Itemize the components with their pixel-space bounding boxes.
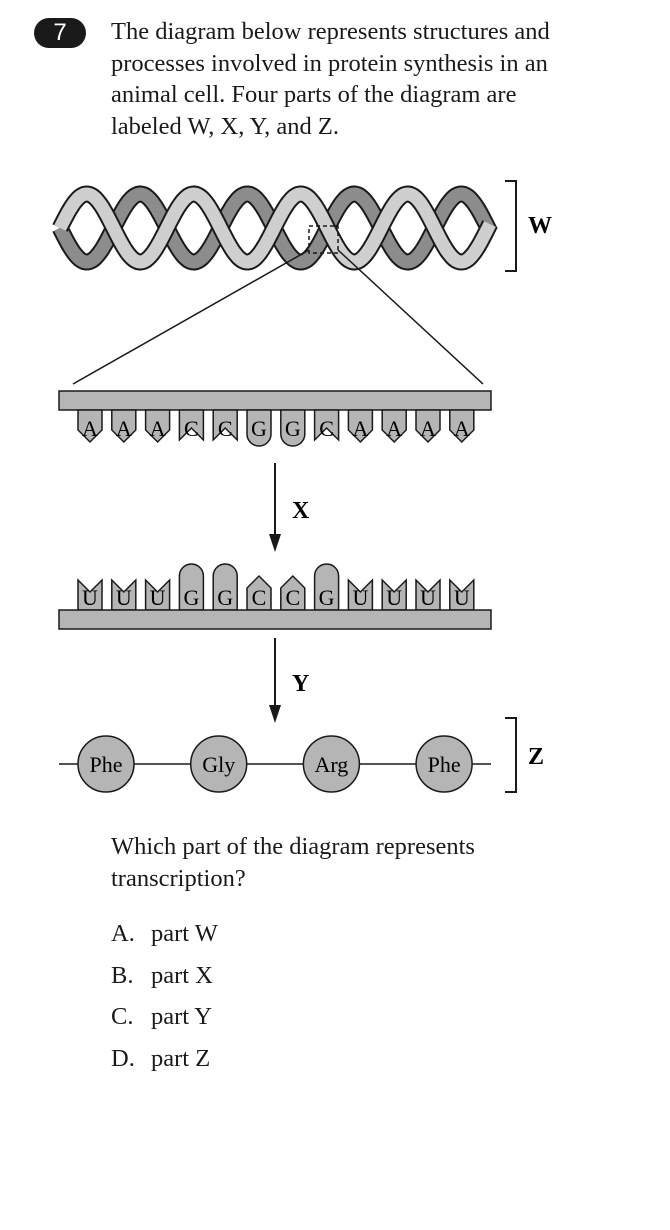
question-number: 7: [34, 18, 86, 48]
rna-base-label: G: [183, 585, 199, 610]
dna-base-label: A: [82, 416, 98, 441]
rna-base-label: U: [82, 585, 98, 610]
choice-text: part Z: [151, 1044, 211, 1072]
amino-acid-circle: [415, 735, 473, 793]
amino-acid-label: Arg: [314, 752, 348, 777]
amino-acid-label: Gly: [202, 752, 235, 777]
choice-c[interactable]: C. part Y: [111, 1001, 218, 1043]
dna-strand-light-fill: [54, 187, 496, 269]
label-y: Y: [292, 671, 309, 697]
label-x: X: [292, 498, 310, 524]
base-shape: [111, 409, 137, 444]
dna-base-label: C: [184, 416, 199, 441]
amino-acid-label: Phe: [90, 752, 123, 777]
question-stem: The diagram below represents structures …: [111, 18, 550, 140]
rna-base-label: U: [150, 585, 166, 610]
base-shape: [144, 409, 171, 444]
base-shape: [313, 409, 340, 442]
rna-base-label: C: [252, 585, 267, 610]
amino-acids: Phe Gly Arg Phe: [77, 735, 473, 793]
rna-base-label: U: [454, 585, 470, 610]
dna-base-label: A: [150, 416, 166, 441]
rna-base-label: U: [352, 585, 368, 610]
base-shape: [347, 409, 374, 444]
base-shape: [449, 409, 475, 444]
choice-d[interactable]: D. part Z: [111, 1043, 218, 1085]
rna-base-label: C: [285, 585, 300, 610]
base-shape: [415, 409, 441, 444]
dna-double-helix: [52, 185, 498, 271]
amino-acid-circle: [77, 735, 135, 793]
choice-text: part W: [151, 920, 218, 947]
choice-letter: A.: [111, 920, 135, 947]
dna-base-label: G: [251, 416, 267, 441]
base-shape: [178, 409, 205, 442]
zoom-box: [308, 225, 339, 254]
base-shape: [381, 409, 407, 444]
dna-base-label: A: [420, 416, 436, 441]
base-shape: [280, 409, 306, 447]
base-shape: [178, 563, 205, 611]
rna-base-label: G: [319, 585, 335, 610]
zoom-line-left: [72, 249, 310, 385]
choice-b[interactable]: B. part X: [111, 960, 218, 1002]
rna-base-label: U: [116, 585, 132, 610]
base-shape: [77, 409, 103, 444]
choice-text: part Y: [151, 1003, 212, 1030]
rna-backbone: [58, 609, 492, 630]
rna-base-label: U: [386, 585, 402, 610]
answer-choices: A. part W B. part X C. part Y D. part Z: [111, 918, 218, 1084]
choice-a[interactable]: A. part W: [111, 918, 218, 960]
choice-letter: B.: [111, 961, 134, 989]
amino-acid-label: Phe: [428, 752, 461, 777]
arrow-x-head: [269, 534, 281, 552]
dna-base-label: A: [454, 416, 470, 441]
w-bracket: [505, 180, 517, 272]
amino-acid-circle: [302, 735, 361, 793]
dna-base-label: A: [386, 416, 402, 441]
dna-backbone: [58, 390, 492, 411]
dna-base-label: C: [319, 416, 334, 441]
base-shape: [212, 563, 238, 611]
z-bracket: [505, 717, 517, 793]
base-shape: [313, 563, 340, 611]
zoom-line-right: [337, 249, 484, 385]
base-shape: [212, 409, 238, 442]
arrow-y-head: [269, 705, 281, 723]
base-shape: [246, 409, 272, 447]
dna-base-label: A: [352, 416, 368, 441]
label-w: W: [528, 213, 552, 239]
dna-base-label: A: [116, 416, 132, 441]
question-prompt: Which part of the diagram represents tra…: [111, 833, 475, 892]
dna-base-label: G: [285, 416, 301, 441]
dna-base-label: C: [218, 416, 233, 441]
choice-text: part X: [151, 961, 213, 989]
label-z: Z: [528, 744, 544, 770]
rna-base-label: G: [217, 585, 233, 610]
rna-base-label: U: [420, 585, 436, 610]
choice-letter: C.: [111, 1003, 134, 1030]
amino-acid-circle: [189, 735, 248, 793]
choice-letter: D.: [111, 1044, 135, 1072]
